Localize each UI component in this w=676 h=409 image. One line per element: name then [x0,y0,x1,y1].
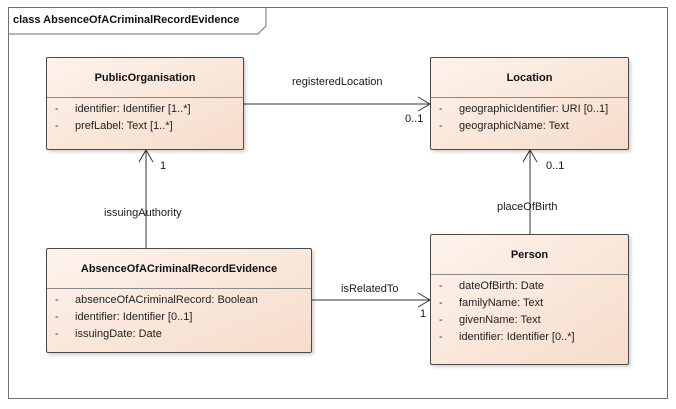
visibility-marker: - [439,120,443,132]
place-of-birth-arrowhead [522,149,538,163]
class-absence-of-criminal-record-evidence[interactable]: AbsenceOfACriminalRecordEvidence - absen… [46,248,312,353]
class-public-organisation[interactable]: PublicOrganisation - identifier: Identif… [46,57,244,150]
issuing-authority-arrowhead [138,149,154,163]
attribute-text: prefLabel: Text [1..*] [75,120,173,132]
attribute[interactable]: - givenName: Text [431,312,628,329]
class-person[interactable]: Person - dateOfBirth: Date - familyName:… [430,234,629,365]
class-name: Location [431,58,628,98]
attribute-text: geographicName: Text [459,120,569,132]
attribute-text: issuingDate: Date [75,328,162,340]
attribute-text: givenName: Text [459,314,541,326]
attribute-text: familyName: Text [459,297,544,309]
attribute[interactable]: - identifier: Identifier [0..1] [47,309,311,326]
is-related-to-multiplicity: 1 [420,308,427,320]
visibility-marker: - [439,314,443,326]
visibility-marker: - [55,103,59,115]
attribute-text: absenceOfACriminalRecord: Boolean [75,294,258,306]
attribute[interactable]: - geographicName: Text [431,118,628,135]
attribute-text: geographicIdentifier: URI [0..1] [459,103,609,115]
attribute-text: identifier: Identifier [0..*] [459,331,575,343]
visibility-marker: - [439,280,443,292]
attribute-text: identifier: Identifier [0..1] [75,311,193,323]
attribute[interactable]: - familyName: Text [431,295,628,312]
visibility-marker: - [55,328,59,340]
registered-location-role: registeredLocation [292,76,383,88]
attribute[interactable]: - issuingDate: Date [47,326,311,343]
visibility-marker: - [55,120,59,132]
attribute[interactable]: - identifier: Identifier [1..*] [47,101,243,118]
attribute-list: - absenceOfACriminalRecord: Boolean - id… [47,289,311,343]
attribute-list: - identifier: Identifier [1..*] - prefLa… [47,98,243,135]
class-name: PublicOrganisation [47,58,243,98]
issuing-authority-role: issuingAuthority [104,207,182,219]
place-of-birth-role: placeOfBirth [497,201,558,213]
attribute[interactable]: - prefLabel: Text [1..*] [47,118,243,135]
visibility-marker: - [439,331,443,343]
visibility-marker: - [55,311,59,323]
class-name: AbsenceOfACriminalRecordEvidence [47,249,311,289]
attribute-text: identifier: Identifier [1..*] [75,103,191,115]
frame-tab-outline [8,7,267,35]
class-location[interactable]: Location - geographicIdentifier: URI [0.… [430,57,629,150]
attribute-list: - dateOfBirth: Date - familyName: Text -… [431,275,628,346]
attribute[interactable]: - dateOfBirth: Date [431,278,628,295]
attribute-text: dateOfBirth: Date [459,280,544,292]
visibility-marker: - [439,297,443,309]
class-name: Person [431,235,628,275]
attribute[interactable]: - geographicIdentifier: URI [0..1] [431,101,628,118]
registered-location-multiplicity: 0..1 [405,113,424,125]
visibility-marker: - [55,294,59,306]
attribute[interactable]: - absenceOfACriminalRecord: Boolean [47,292,311,309]
diagram-title: class AbsenceOfACriminalRecordEvidence [13,14,240,26]
issuing-authority-multiplicity: 1 [160,160,167,172]
attribute-list: - geographicIdentifier: URI [0..1] - geo… [431,98,628,135]
is-related-to-role: isRelatedTo [341,283,399,295]
place-of-birth-multiplicity: 0..1 [546,160,565,172]
visibility-marker: - [439,103,443,115]
attribute[interactable]: - identifier: Identifier [0..*] [431,329,628,346]
